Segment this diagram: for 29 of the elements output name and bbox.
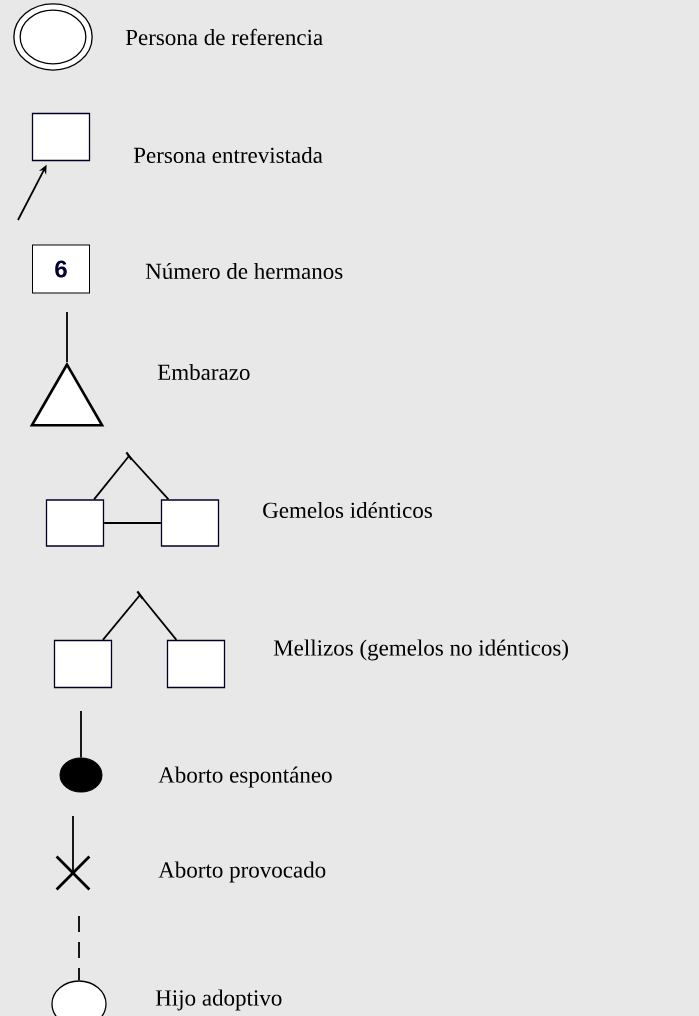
filled-ellipse: [59, 757, 103, 793]
node-label: Número de hermanos: [145, 262, 343, 280]
descent-line: [80, 710, 82, 759]
person-square: [160, 499, 220, 547]
connector-line: [103, 522, 162, 524]
person-square: [45, 499, 105, 547]
node-label: Persona de referencia: [125, 28, 323, 46]
person-square: [31, 112, 91, 162]
tick-mark: [125, 451, 133, 461]
node-label: Embarazo: [157, 363, 250, 381]
tick-mark: [136, 590, 144, 600]
connector-line: [93, 455, 130, 501]
node-label: Persona entrevistada: [133, 146, 323, 164]
connector-line: [139, 594, 178, 641]
connector-line: [128, 455, 170, 501]
person-square: [53, 639, 113, 689]
descent-line: [78, 915, 80, 982]
number-box: 6: [32, 244, 90, 294]
node-label: Gemelos idénticos: [263, 501, 432, 519]
node-label: Hijo adoptivo: [155, 989, 282, 1011]
person-square: [166, 639, 226, 689]
node-label: Aborto provocado: [158, 861, 326, 883]
node-label: Aborto espontáneo: [158, 766, 332, 788]
descent-line: [72, 815, 74, 874]
person-circle: [51, 980, 107, 1016]
connector-line: [102, 594, 141, 641]
node-label: Mellizos (gemelos no idénticos): [273, 639, 568, 661]
descent-line: [66, 311, 68, 363]
cross-mark: [55, 855, 91, 891]
